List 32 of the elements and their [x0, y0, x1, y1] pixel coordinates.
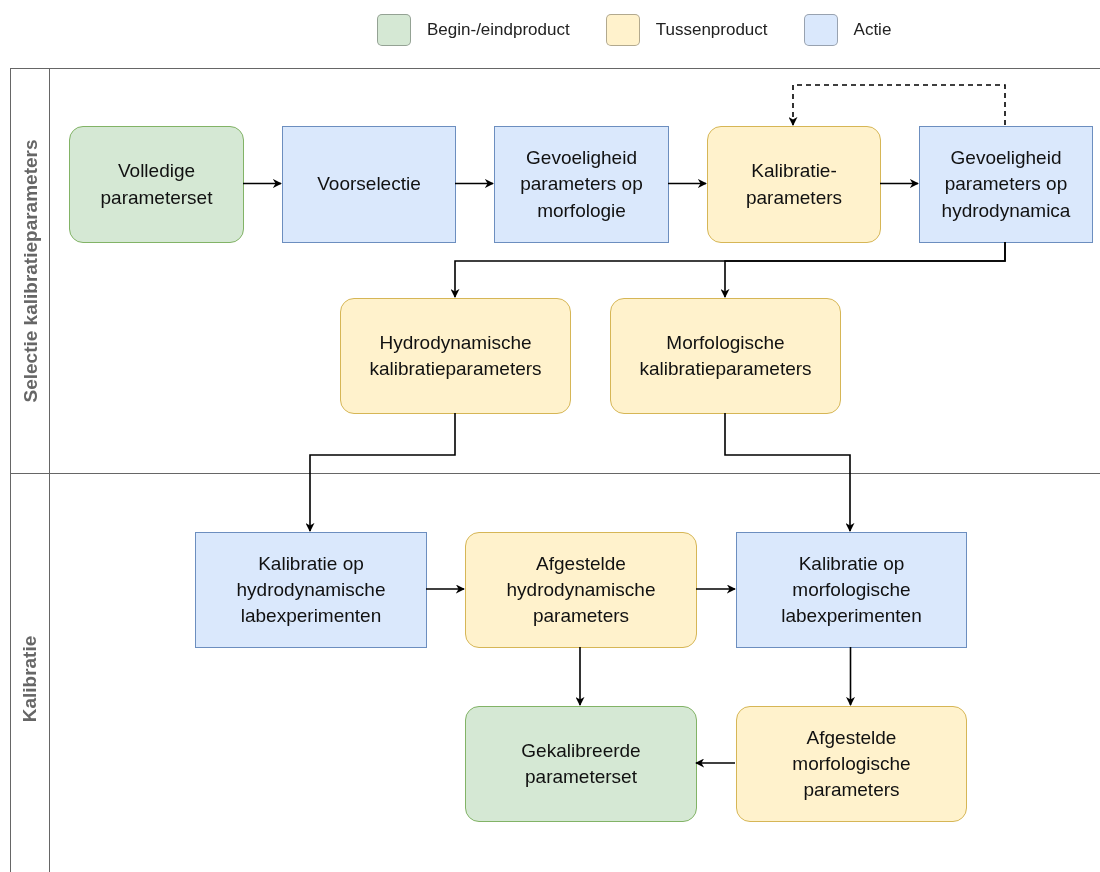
arrow [724, 412, 855, 532]
product-box: Afgestelde morfologische parameters [736, 706, 967, 822]
arrow [242, 179, 282, 188]
product-box: Afgestelde hydrodynamische parameters [465, 532, 697, 648]
process-box: Voorselectie [282, 126, 456, 243]
lane-title: Selectie kalibratieparameters [19, 139, 41, 403]
legend-label: Actie [853, 20, 892, 40]
arrow [575, 646, 585, 706]
process-box: Gevoeligheid parameters op morfologie [494, 126, 669, 243]
process-box: Kalibratie op hydrodynamische labexperimenten [195, 532, 427, 648]
arrow [879, 179, 919, 188]
arrow [695, 758, 736, 768]
product-box: Gekalibreerde parameterset [465, 706, 697, 822]
process-box: Kalibratie op morfologische labexperimenten [736, 532, 967, 648]
process-box: Gevoeligheid parameters op hydrodynamica [919, 126, 1093, 243]
arrow [454, 179, 494, 188]
product-box: Morfologische kalibratieparameters [610, 298, 841, 414]
dashed-arrow [788, 84, 1006, 126]
swimlane [10, 68, 1100, 473]
arrow [720, 241, 1006, 298]
arrow [305, 412, 456, 532]
arrow [667, 179, 707, 188]
product-box: Kalibratie- parameters [707, 126, 881, 243]
swimlane [10, 473, 1100, 872]
legend-label: Tussenproduct [655, 20, 768, 40]
arrow [695, 584, 736, 594]
arrow [846, 646, 855, 706]
product-box: Hydrodynamische kalibratieparameters [340, 298, 571, 414]
legend-label: Begin-/eindproduct [427, 20, 570, 40]
arrow [425, 584, 465, 594]
product-box: Volledige parameterset [69, 126, 244, 243]
lane-title: Kalibratie [19, 635, 41, 722]
